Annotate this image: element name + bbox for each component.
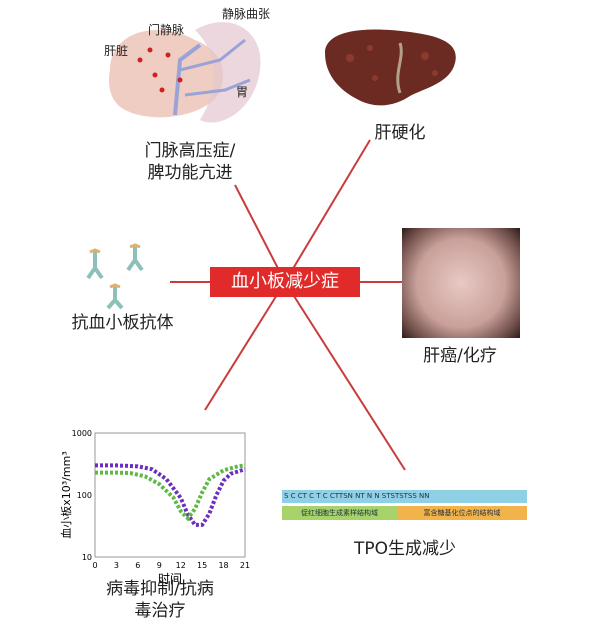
chart-xlabel: 时间 [158, 572, 182, 585]
chart-x-tick: 21 [240, 561, 250, 570]
chart-x-tick: 12 [176, 561, 186, 570]
tpo-domain-right: 富含糖基化位点的结构域 [397, 506, 527, 520]
chart-frame [94, 432, 246, 558]
annotation-stomach: 胃 [236, 85, 248, 99]
chart-series-layer [95, 463, 246, 527]
antibody-icons [86, 243, 144, 310]
tpo-domain-left: 促红细胞生成素样结构域 [282, 506, 397, 520]
portal-label: 门脉高压症/ 脾功能亢进 [144, 141, 236, 183]
annotation-portal-vein: 门静脉 [148, 22, 184, 37]
connector-to-virus [204, 281, 286, 411]
platelet-chart: 1000 100 10 0 3 6 9 12 15 18 21 时间 血小板x10³/mm³ [60, 429, 250, 585]
connector-to-portal [234, 184, 286, 283]
chart-x-tick: 3 [114, 561, 119, 570]
chart-y-tick: 1000 [72, 429, 92, 438]
connector-to-cirrhosis [284, 139, 371, 283]
cancer-micrograph-image [402, 228, 520, 338]
cirrhotic-liver-image [325, 29, 456, 106]
chart-y-tick: 10 [82, 553, 92, 562]
center-label: 血小板减少症 [210, 267, 360, 297]
tpo-label: TPO生成减少 [353, 539, 457, 559]
chart-x-ticks: 0 3 6 9 12 15 18 21 [92, 561, 250, 570]
chart-x-tick: 18 [218, 561, 228, 570]
chart-y-tick: 100 [77, 491, 92, 500]
annotation-varices: 静脉曲张 [222, 6, 270, 21]
chart-ylabel: 血小板x10³/mm³ [60, 451, 73, 538]
chart-x-tick: 15 [197, 561, 207, 570]
connector-to-tpo [284, 281, 406, 471]
chart-series-line-1 [95, 463, 246, 527]
antibody-label: 抗血小板抗体 [71, 313, 174, 333]
chart-series-line-2 [95, 463, 246, 522]
cancer-label: 肝癌/化疗 [423, 346, 497, 366]
cirrhosis-label: 肝硬化 [374, 123, 426, 143]
chart-x-tick: 9 [157, 561, 162, 570]
chart-x-tick: 6 [135, 561, 140, 570]
chart-x-tick: 0 [92, 561, 97, 570]
portal-liver-illustration: 肝脏 门静脉 静脉曲张 胃 [104, 6, 270, 123]
chart-y-ticks: 1000 100 10 [72, 429, 92, 562]
tpo-sequence-bar: S C CT C T C CTTSN NT N N STSTSTSS NN [282, 490, 527, 503]
annotation-liver: 肝脏 [104, 43, 128, 58]
virus-label: 病毒抑制/抗病 毒治疗 [106, 579, 214, 621]
